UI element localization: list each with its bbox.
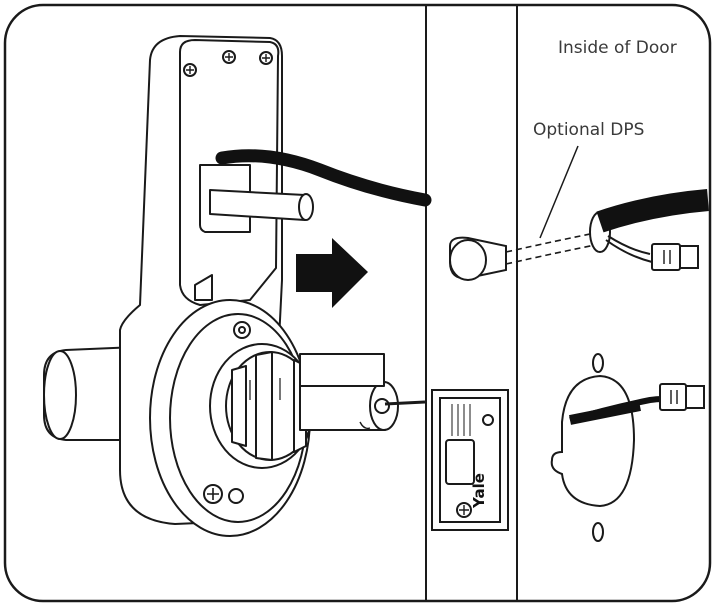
direction-arrow [296,238,368,308]
cable-to-door [215,149,432,207]
inside-of-door-label: Inside of Door [558,38,677,58]
dps-sensor [449,236,507,281]
cable-inside [596,189,709,233]
connector-top [651,243,699,271]
strike-plate-brand: Yale [470,473,488,509]
strike-plate [431,389,509,531]
connector-bore [659,383,705,411]
diagram-border [3,3,712,603]
dps-wire-dashed [505,231,601,265]
optional-dps-label: Optional DPS [533,120,645,140]
dps-pointer [539,145,579,239]
